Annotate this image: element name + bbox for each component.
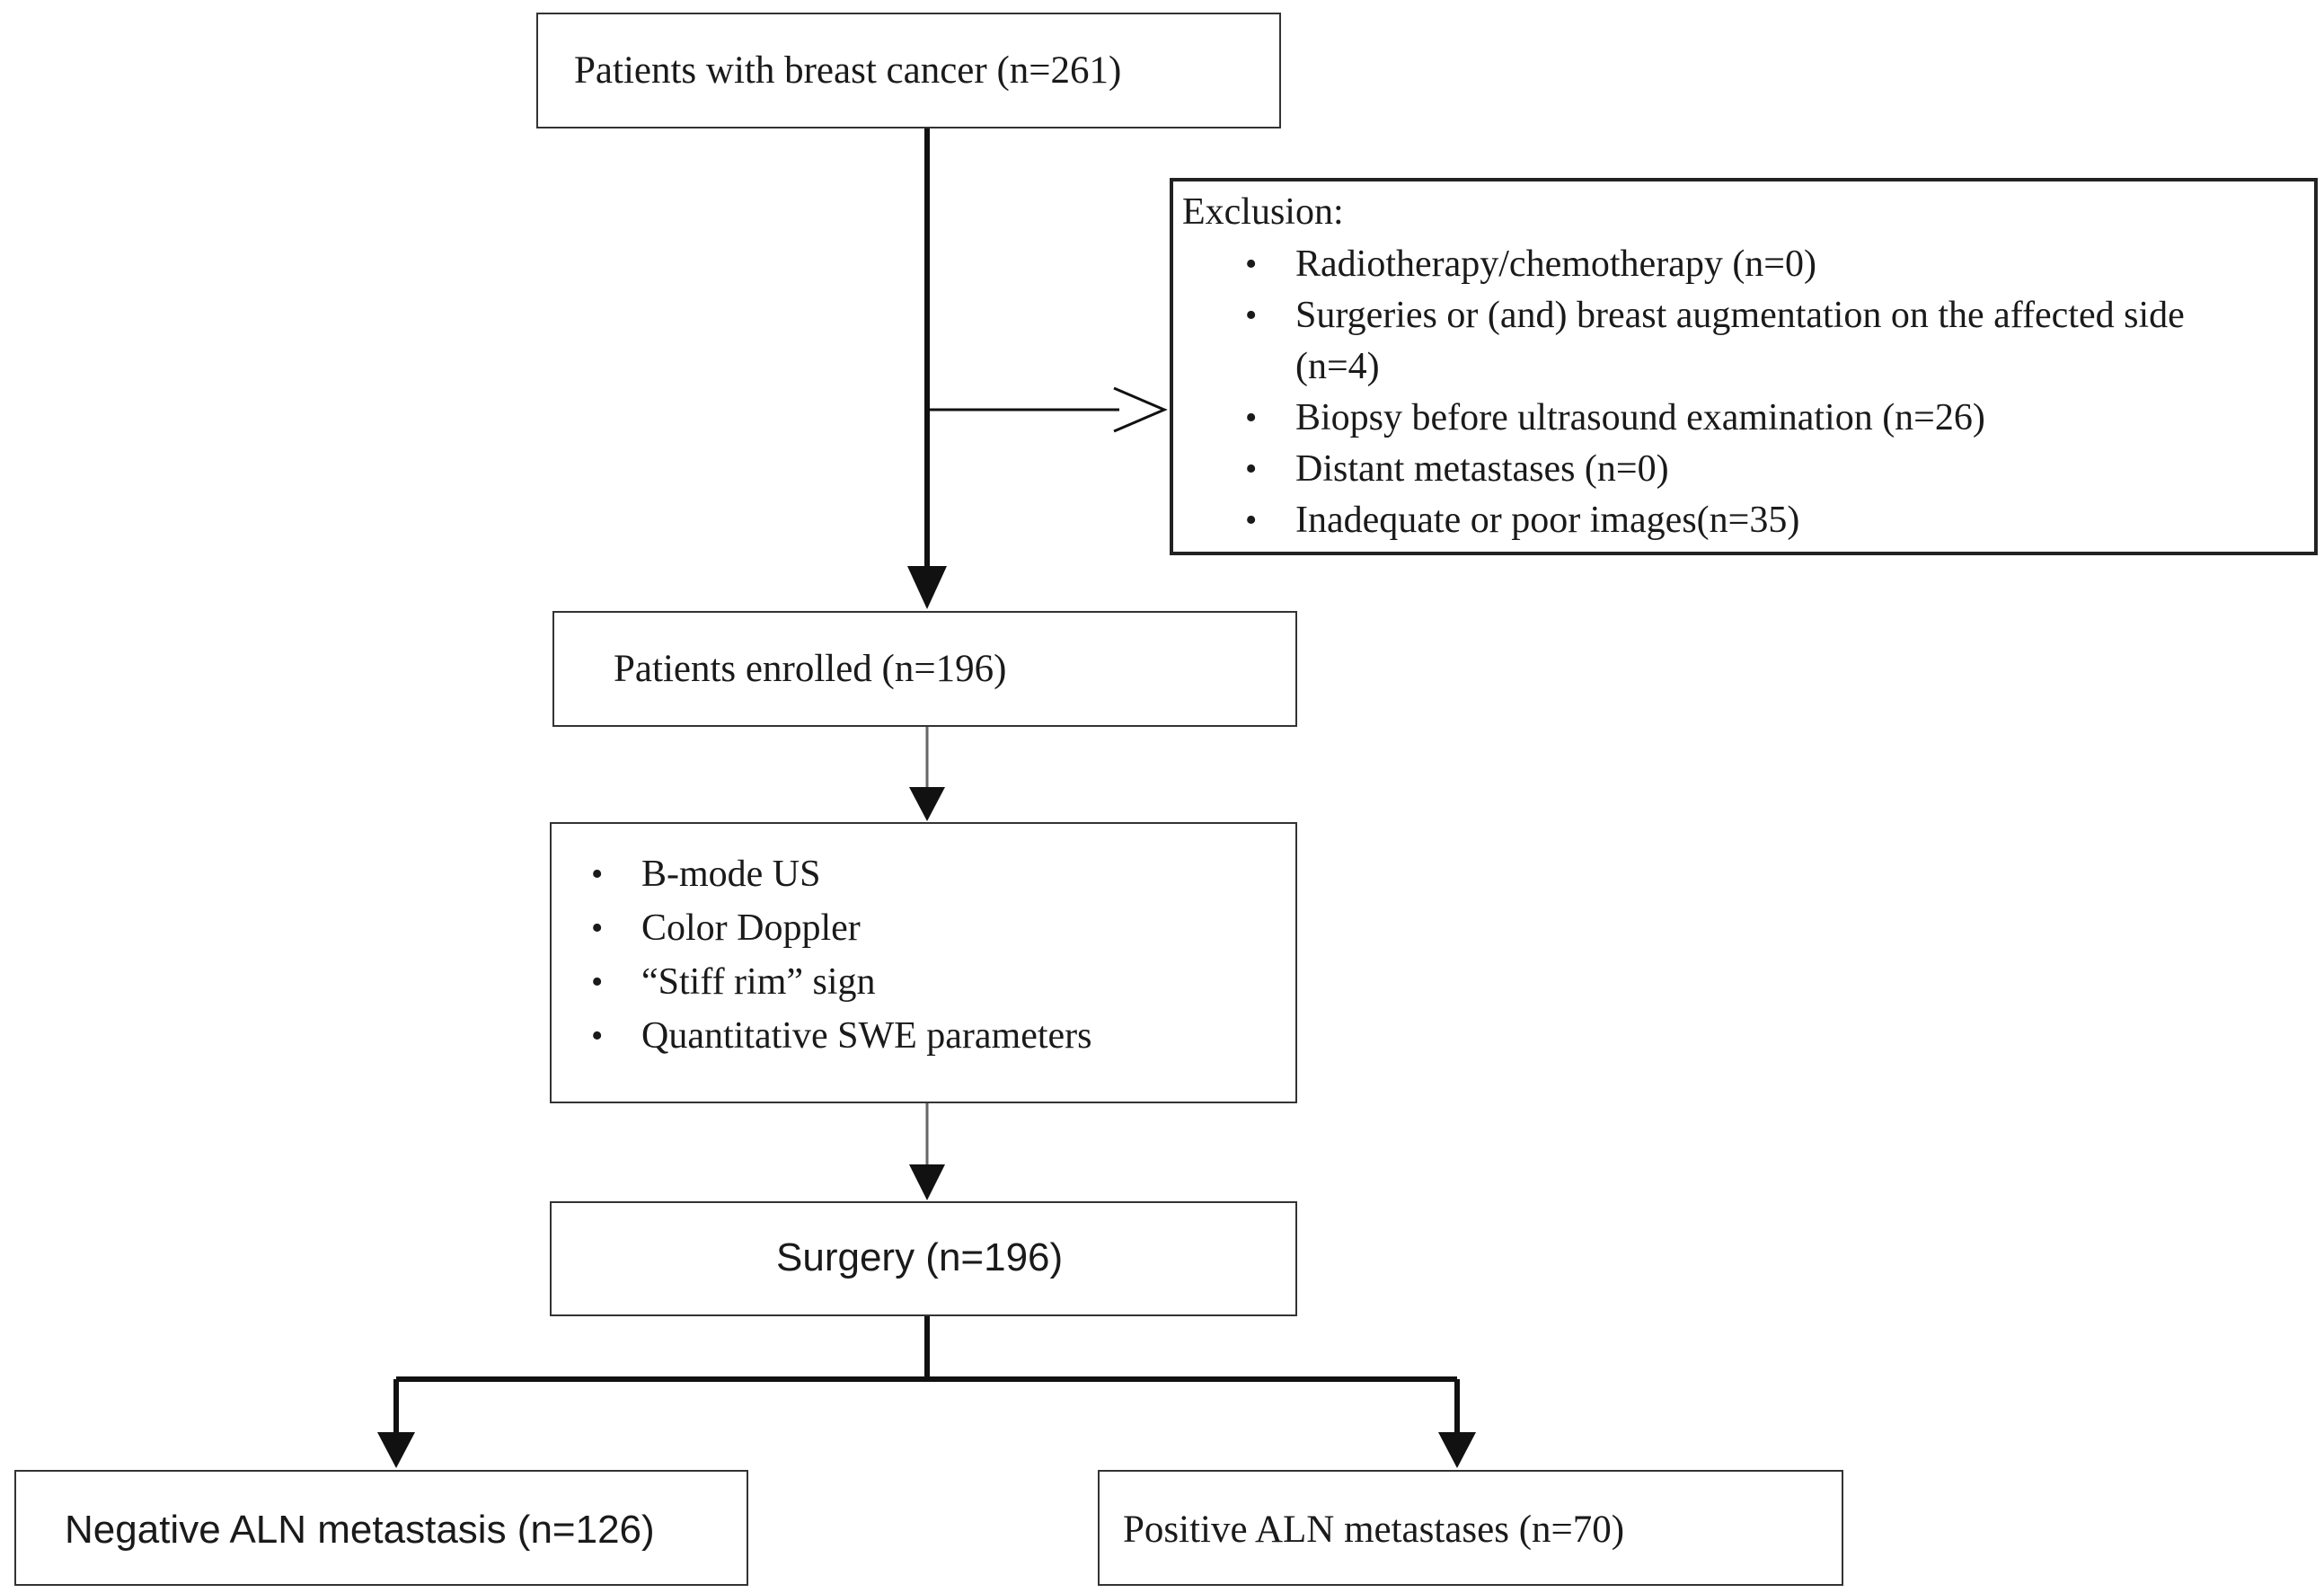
enrolled-label: Patients enrolled (n=196) [614, 648, 1007, 690]
box-positive-aln: Positive ALN metastases (n=70) [1098, 1470, 1843, 1586]
box-methods: B-mode US Color Doppler “Stiff rim” sign… [550, 822, 1297, 1103]
exclusion-item: Biopsy before ultrasound examination (n=… [1173, 393, 2185, 444]
negative-aln-label: Negative ALN metastasis (n=126) [65, 1508, 655, 1552]
method-item: Color Doppler [552, 901, 1091, 955]
positive-aln-label: Positive ALN metastases (n=70) [1123, 1509, 1625, 1551]
box-exclusion: Exclusion: Radiotherapy/chemotherapy (n=… [1170, 178, 2318, 555]
exclusion-title: Exclusion: [1182, 191, 1344, 233]
arrowhead-to-negative [377, 1432, 415, 1468]
exclusion-item-continuation: (n=4) [1295, 346, 1380, 387]
exclusion-item: Distant metastases (n=0) [1173, 444, 2185, 495]
method-item: B-mode US [552, 847, 1091, 901]
surgery-label: Surgery (n=196) [776, 1235, 1064, 1279]
exclusion-item: Inadequate or poor images(n=35) [1173, 495, 2185, 546]
arrowhead-total-to-enrolled [907, 566, 947, 609]
arrowhead-methods-to-surgery [909, 1164, 945, 1200]
method-item: Quantitative SWE parameters [552, 1009, 1091, 1063]
box-total-patients: Patients with breast cancer (n=261) [536, 13, 1281, 128]
box-patients-enrolled: Patients enrolled (n=196) [552, 611, 1297, 727]
method-item: “Stiff rim” sign [552, 955, 1091, 1009]
box-negative-aln: Negative ALN metastasis (n=126) [14, 1470, 748, 1586]
exclusion-item: Radiotherapy/chemotherapy (n=0) [1173, 239, 2185, 290]
arrowhead-enrolled-to-methods [909, 787, 945, 821]
exclusion-list: Radiotherapy/chemotherapy (n=0) Surgerie… [1173, 239, 2185, 546]
box-surgery: Surgery (n=196) [550, 1201, 1297, 1316]
exclusion-item: Surgeries or (and) breast augmentation o… [1173, 290, 2185, 341]
arrowhead-to-positive [1438, 1432, 1476, 1468]
total-patients-label: Patients with breast cancer (n=261) [574, 49, 1122, 92]
methods-list: B-mode US Color Doppler “Stiff rim” sign… [552, 847, 1091, 1063]
arrowhead-to-exclusion [1112, 386, 1168, 433]
